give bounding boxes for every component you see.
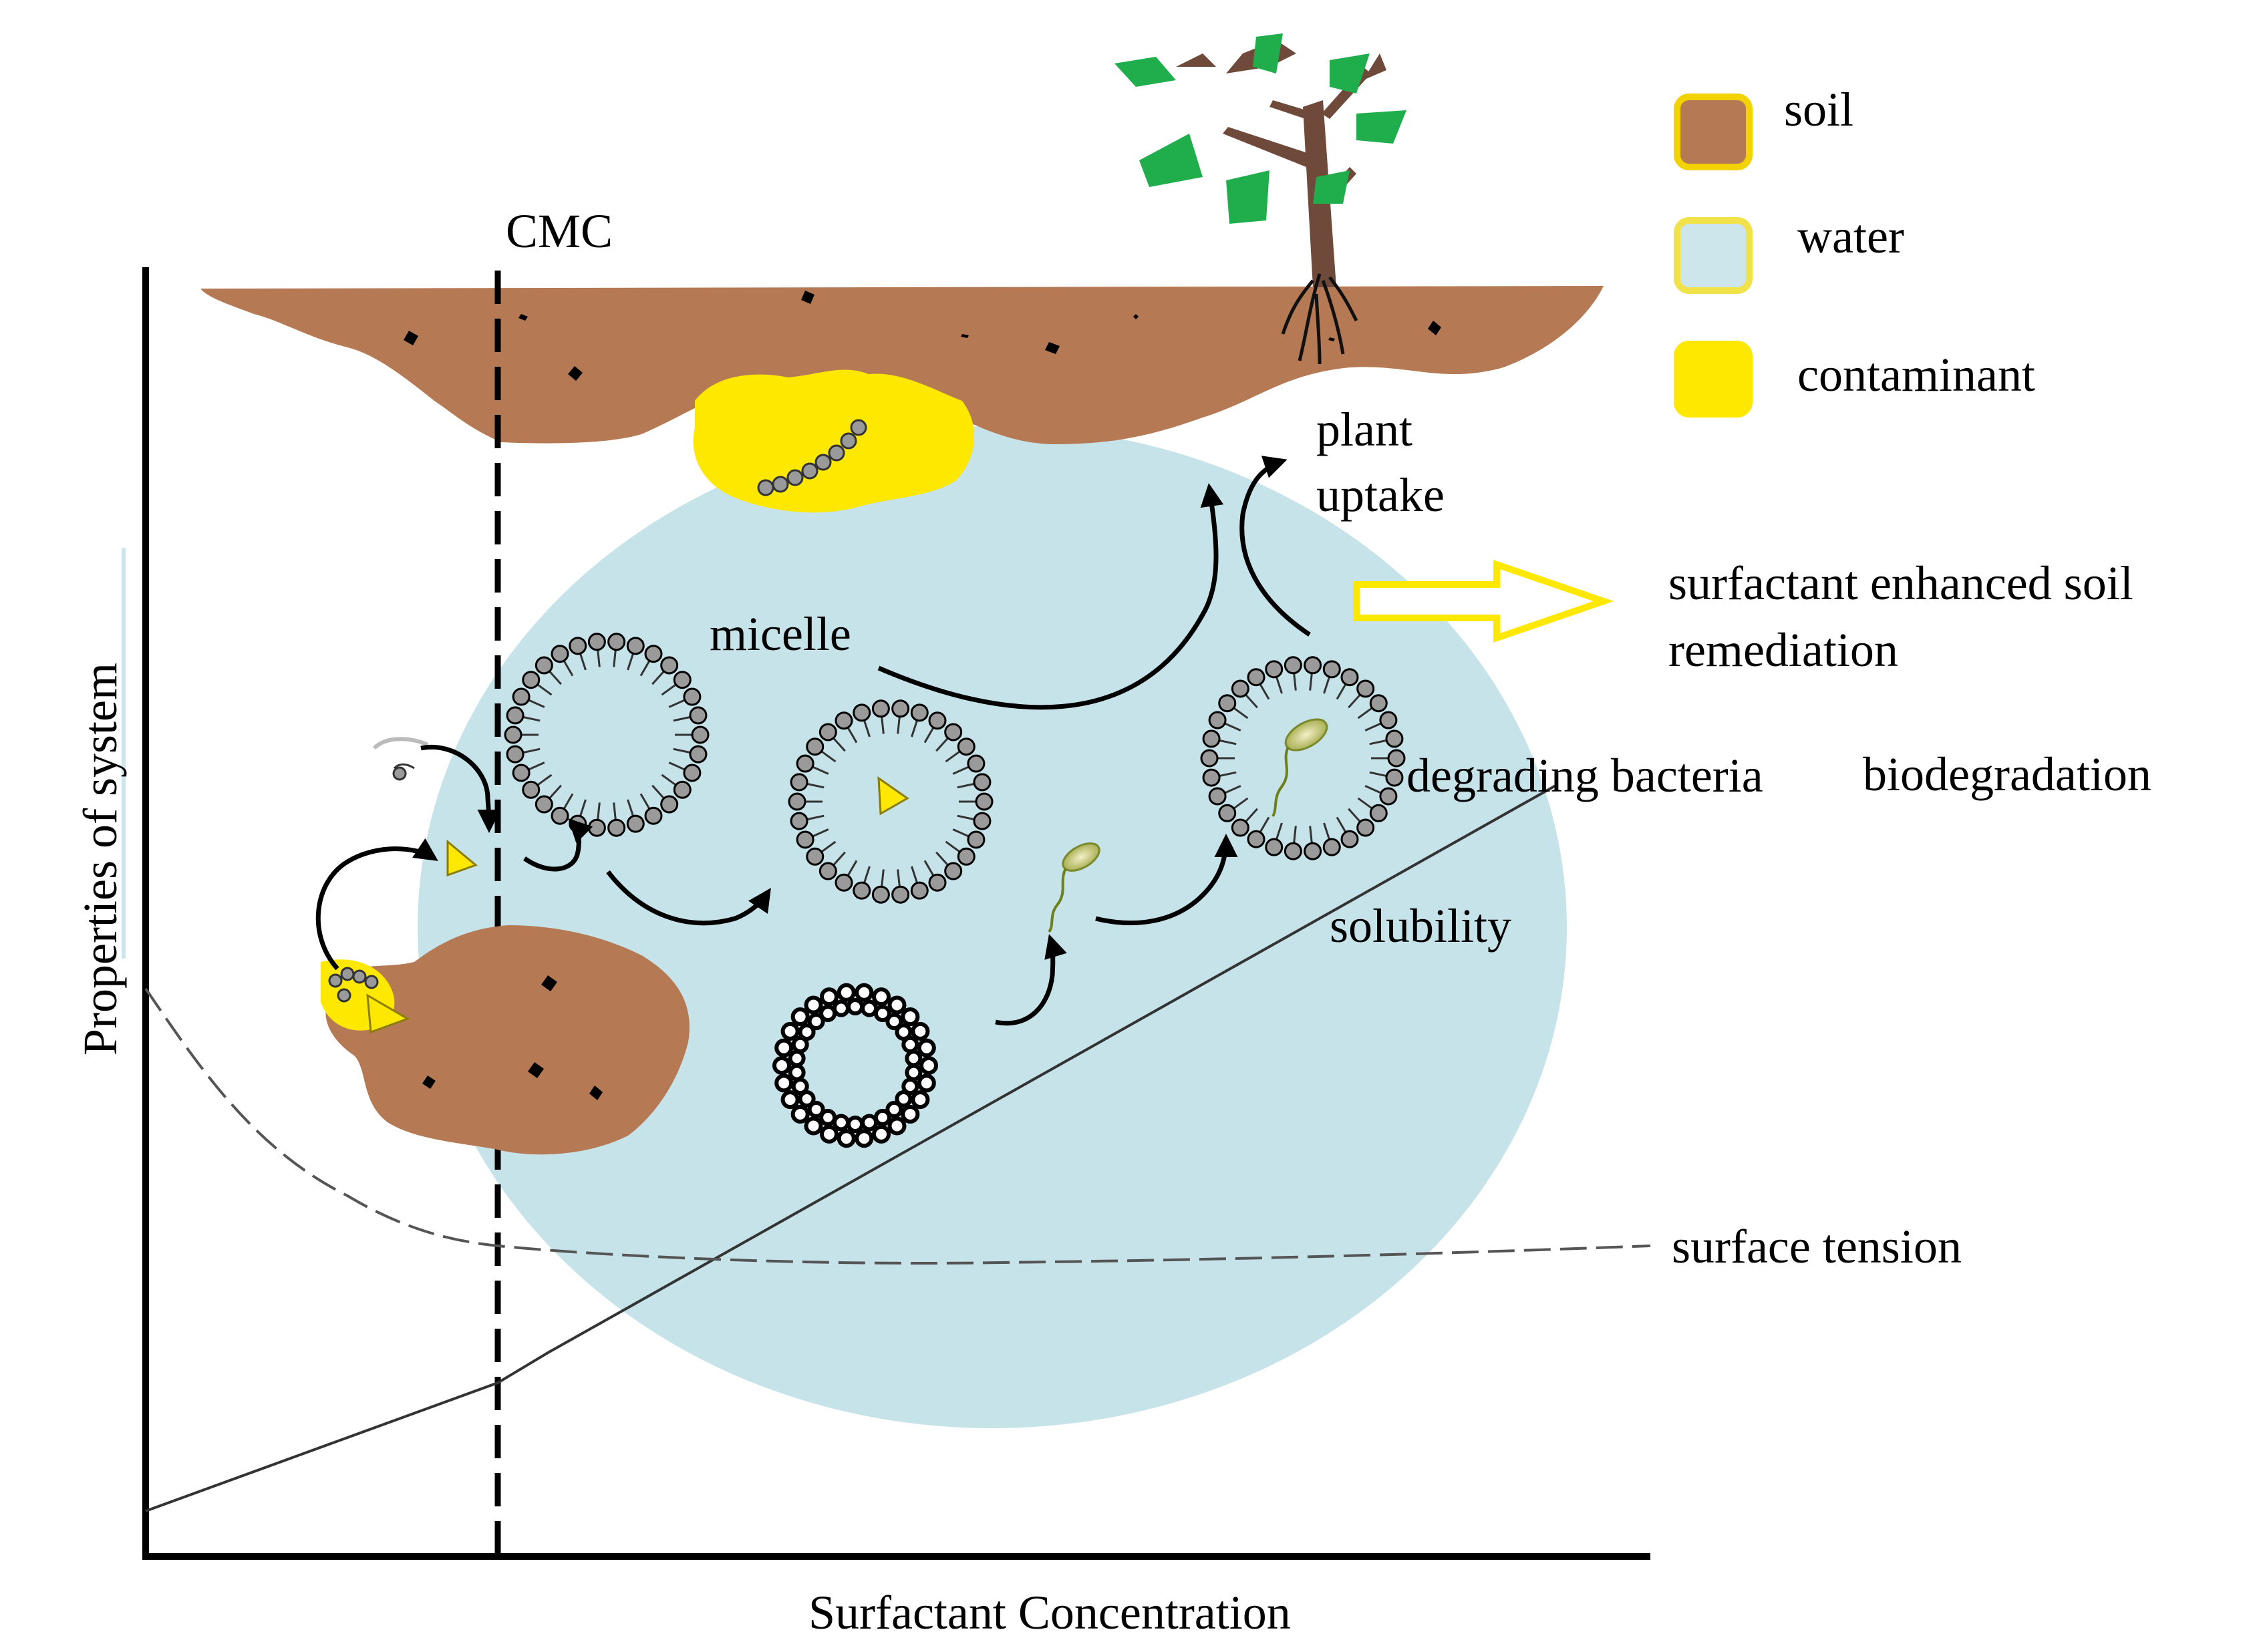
soil-aggregate-specks xyxy=(422,975,603,1100)
surface-soil xyxy=(200,286,1604,444)
solubility-label: solubility xyxy=(1330,899,1512,953)
legend-swatch-soil xyxy=(1674,94,1753,170)
tree-icon xyxy=(1114,33,1406,365)
plant-uptake-label-line2: uptake xyxy=(1316,468,1445,522)
solubility-curve xyxy=(145,784,1557,1512)
remediation-arrow-icon xyxy=(1353,559,1614,643)
degrading-bacteria-label: degrading bacteria xyxy=(1406,749,1763,802)
surfactant-chain-top xyxy=(757,419,867,496)
contaminant-blob-top xyxy=(693,369,975,513)
contaminant-in-micelle xyxy=(877,776,909,816)
legend-label-water: water xyxy=(1797,210,1904,263)
biodegradation-label: biodegradation xyxy=(1863,748,2151,801)
water-pool xyxy=(418,426,1567,1428)
y-axis-label: Properties of system xyxy=(73,663,127,1055)
micelle-icon xyxy=(1200,656,1406,860)
micelle-icon xyxy=(772,983,938,1148)
bacterium-icon xyxy=(1048,842,1100,933)
micelle-label: micelle xyxy=(710,607,851,661)
x-axis-label: Surfactant Concentration xyxy=(808,1586,1291,1639)
legend-swatch-water xyxy=(1674,217,1753,294)
remediation-label-line1: surfactant enhanced soil xyxy=(1668,556,2133,610)
legend-label-soil: soil xyxy=(1784,83,1854,136)
micelle-icon xyxy=(788,699,994,904)
soil-specks xyxy=(404,291,1441,381)
surfactant-molecule-free xyxy=(372,737,429,781)
surface-tension-label: surface tension xyxy=(1672,1220,1962,1273)
plant-uptake-label-line1: plant xyxy=(1316,403,1412,456)
cmc-label: CMC xyxy=(506,204,613,258)
legend-label-contaminant: contaminant xyxy=(1797,348,2035,401)
contaminant-triangle-aggregate xyxy=(366,993,410,1034)
legend-swatch-contaminant xyxy=(1674,341,1753,418)
surfactant-chain-aggregate xyxy=(328,967,379,1003)
arrow-icon xyxy=(315,456,1311,1026)
remediation-label-line2: remediation xyxy=(1668,623,1898,677)
bacterium-icon xyxy=(1272,718,1328,818)
soil-aggregate xyxy=(325,925,690,1155)
contaminant-triangle-free xyxy=(446,839,478,877)
surface-tension-curve xyxy=(144,987,1651,1265)
